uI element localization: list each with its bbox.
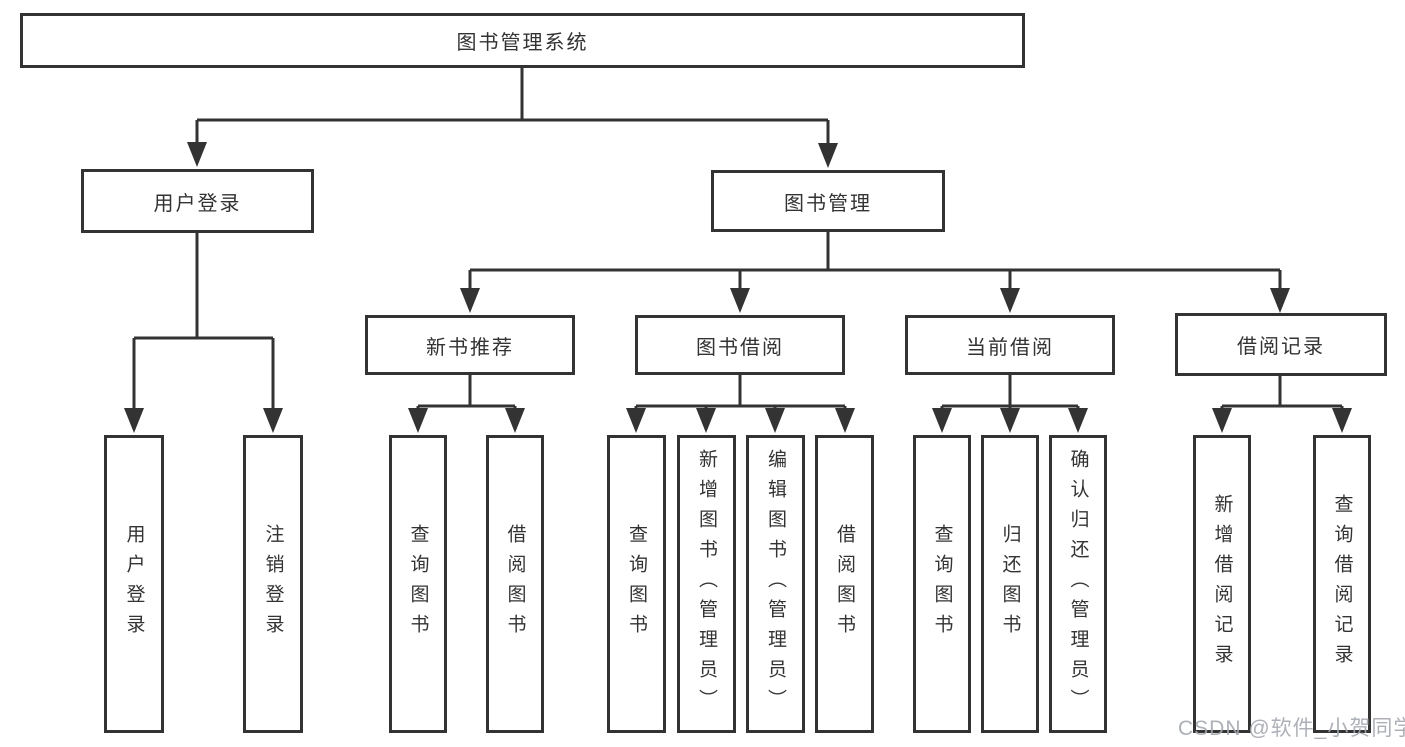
node-borrow-records: 借阅记录 bbox=[1175, 313, 1387, 376]
leaf-add-books-admin: 新增图书（管理员） bbox=[677, 435, 736, 733]
node-user-login-label: 用户登录 bbox=[153, 192, 242, 215]
leaf-query-borrow-record-label: 查询借阅记录 bbox=[1331, 494, 1353, 674]
leaf-borrow-books-label: 借阅图书 bbox=[834, 524, 855, 644]
node-current-borrow-label: 当前借阅 bbox=[966, 336, 1054, 359]
leaf-borrow-books-recommend: 借阅图书 bbox=[486, 435, 544, 733]
node-book-management-label: 图书管理 bbox=[784, 192, 872, 215]
connector-paths bbox=[132, 68, 1344, 414]
node-book-borrow-label: 图书借阅 bbox=[696, 336, 784, 359]
leaf-user-login-label: 用户登录 bbox=[123, 524, 145, 644]
node-root-label: 图书管理系统 bbox=[456, 32, 589, 54]
csdn-watermark: CSDN @软件_小贺同学 bbox=[1178, 717, 1405, 740]
node-root: 图书管理系统 bbox=[20, 13, 1025, 68]
node-book-borrow: 图书借阅 bbox=[635, 315, 845, 375]
leaf-edit-books-admin-label: 编辑图书（管理员） bbox=[765, 449, 786, 719]
leaf-query-books-recommend: 查询图书 bbox=[389, 435, 447, 733]
leaf-return-books: 归还图书 bbox=[981, 435, 1039, 733]
leaf-logout-label: 注销登录 bbox=[262, 524, 284, 644]
node-new-book-recommend-label: 新书推荐 bbox=[426, 336, 514, 359]
leaf-logout: 注销登录 bbox=[243, 435, 303, 733]
leaf-query-borrow-record: 查询借阅记录 bbox=[1313, 435, 1371, 733]
leaf-edit-books-admin: 编辑图书（管理员） bbox=[746, 435, 805, 733]
leaf-borrow-books-recommend-label: 借阅图书 bbox=[504, 524, 526, 644]
node-borrow-records-label: 借阅记录 bbox=[1237, 336, 1325, 358]
leaf-query-books-current: 查询图书 bbox=[913, 435, 971, 733]
leaf-confirm-return-admin-label: 确认归还（管理员） bbox=[1067, 449, 1089, 719]
node-book-management: 图书管理 bbox=[711, 170, 945, 232]
leaf-query-books-recommend-label: 查询图书 bbox=[407, 524, 429, 644]
node-user-login: 用户登录 bbox=[81, 169, 314, 233]
leaf-add-books-admin-label: 新增图书（管理员） bbox=[696, 449, 717, 719]
leaf-add-borrow-record-label: 新增借阅记录 bbox=[1211, 494, 1233, 674]
node-current-borrow: 当前借阅 bbox=[905, 315, 1115, 375]
leaf-query-books-borrow-label: 查询图书 bbox=[626, 524, 647, 644]
node-new-book-recommend: 新书推荐 bbox=[365, 315, 575, 375]
leaf-query-books-current-label: 查询图书 bbox=[931, 524, 953, 644]
leaf-query-books-borrow: 查询图书 bbox=[607, 435, 666, 733]
leaf-add-borrow-record: 新增借阅记录 bbox=[1193, 435, 1251, 733]
leaf-borrow-books: 借阅图书 bbox=[815, 435, 874, 733]
arrowheads bbox=[124, 142, 1352, 433]
leaf-return-books-label: 归还图书 bbox=[999, 524, 1021, 644]
leaf-confirm-return-admin: 确认归还（管理员） bbox=[1049, 435, 1107, 733]
leaf-user-login: 用户登录 bbox=[104, 435, 164, 733]
